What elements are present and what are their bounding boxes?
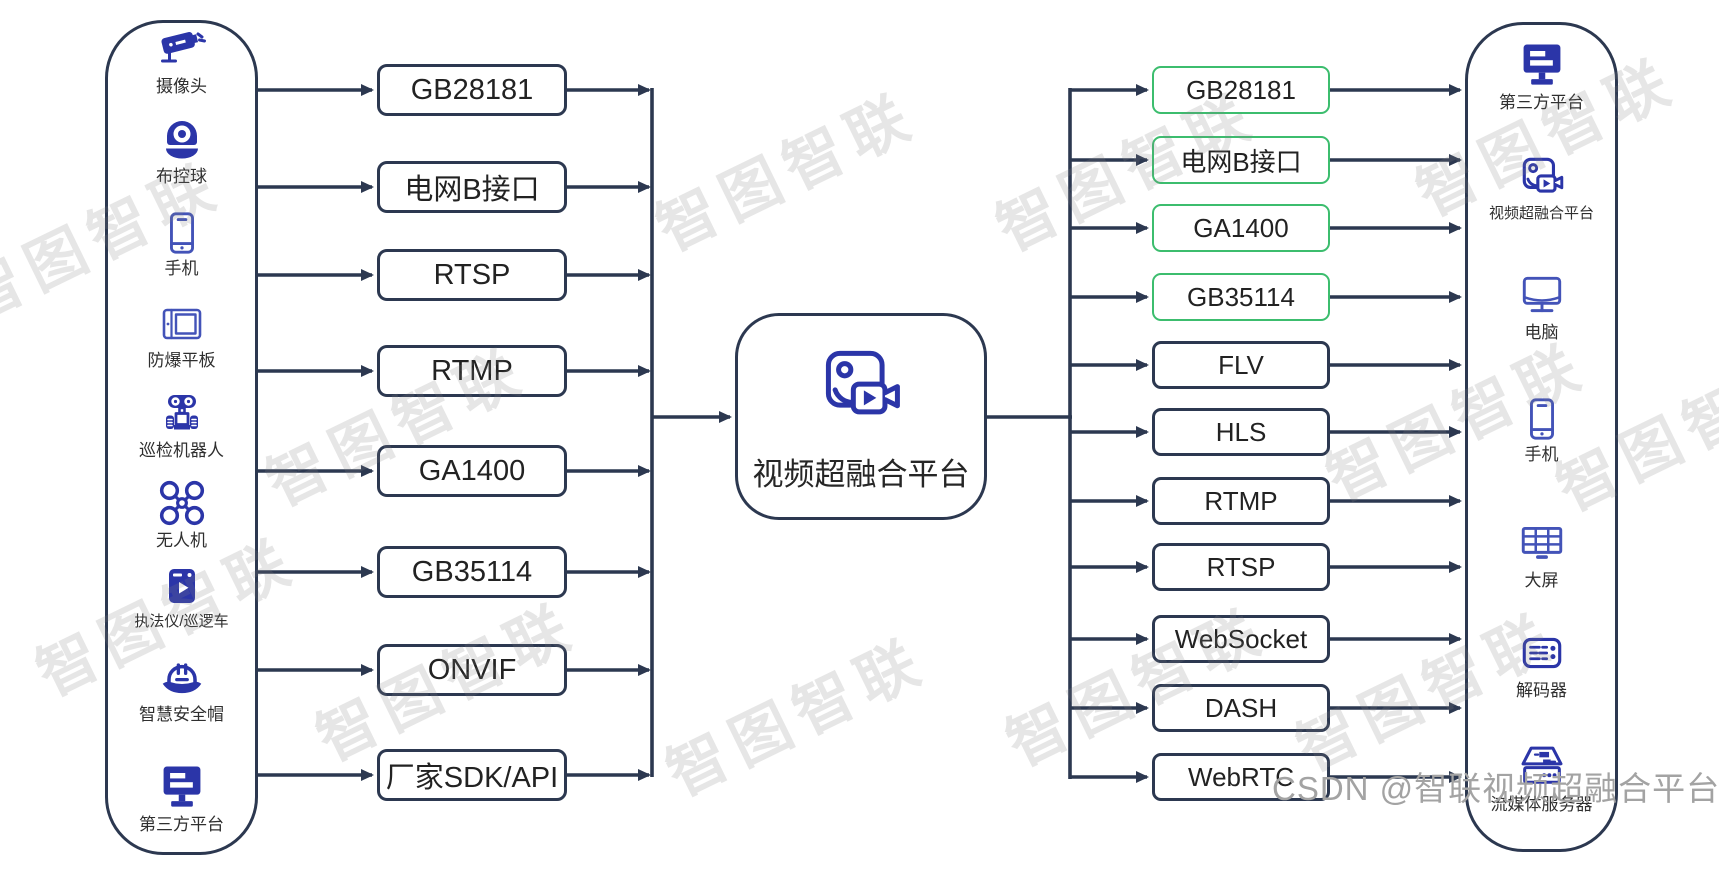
video-platform-icon	[815, 340, 907, 437]
ingest-protocol-box-onvif: ONVIF	[377, 644, 567, 696]
inspection-robot-icon	[158, 390, 206, 438]
desktop-icon	[1517, 270, 1567, 320]
protocol-label: RTSP	[433, 258, 511, 291]
device-cctv-camera-0: 摄像头	[105, 26, 258, 97]
device-phone-3: 手机	[1465, 396, 1618, 465]
device-phone-2: 手机	[105, 210, 258, 279]
protocol-label: GB35114	[1187, 281, 1295, 312]
video-fusion-platform-node: 视频超融合平台	[735, 313, 987, 520]
output-protocol-box-rtmp: RTMP	[1152, 477, 1330, 525]
device-label: 大屏	[1524, 571, 1559, 590]
protocol-label: HLS	[1215, 416, 1267, 447]
device-label: 执法仪/巡逻车	[134, 613, 229, 630]
device-inspection-robot-4: 巡检机器人	[105, 390, 258, 461]
source-devices-panel	[105, 20, 258, 855]
device-label: 视频超融合平台	[1488, 205, 1594, 222]
phone-icon	[159, 210, 205, 256]
drone-icon	[157, 478, 207, 528]
ingest-protocol-box-rtsp: RTSP	[377, 249, 567, 301]
device-label: 布控球	[156, 167, 207, 186]
output-protocol-box-webrtc: WebRTC	[1152, 753, 1330, 801]
device-desktop-2: 电脑	[1465, 270, 1618, 343]
output-protocol-box-gb28181: GB28181	[1152, 66, 1330, 114]
output-protocol-box-dash: DASH	[1152, 684, 1330, 732]
protocol-label: WebSocket	[1174, 623, 1308, 654]
protocol-label: RTMP	[1204, 485, 1278, 516]
protocol-label: GB35114	[411, 555, 533, 588]
device-drone-5: 无人机	[105, 478, 258, 551]
protocol-label: GB28181	[1186, 74, 1296, 105]
protocol-label: 厂家SDK/API	[385, 762, 559, 794]
device-ptz-ball-camera-1: 布控球	[105, 116, 258, 187]
tablet-icon	[158, 300, 206, 348]
ingest-protocol-box-ga1400: GA1400	[377, 445, 567, 497]
device-monitor-filled-0: 第三方平台	[1465, 38, 1618, 113]
device-label: 第三方平台	[1499, 93, 1584, 112]
video-platform-icon	[1517, 152, 1567, 202]
device-bodycam-6: 执法仪/巡逻车	[105, 562, 258, 630]
safety-helmet-icon	[157, 652, 207, 702]
monitor-filled-icon	[156, 760, 208, 812]
ingest-protocol-box-rtmp: RTMP	[377, 345, 567, 397]
device-video-platform-1: 视频超融合平台	[1465, 152, 1618, 222]
protocol-label: GA1400	[1193, 212, 1289, 243]
protocol-label: DASH	[1204, 692, 1278, 723]
output-protocol-box-b: 电网B接口	[1152, 136, 1330, 184]
protocol-label: GA1400	[418, 454, 526, 487]
cctv-camera-icon	[158, 26, 206, 74]
output-protocol-box-hls: HLS	[1152, 408, 1330, 456]
output-protocol-box-websocket: WebSocket	[1152, 615, 1330, 663]
device-label: 手机	[1524, 445, 1559, 464]
protocol-label: 电网B接口	[1180, 146, 1302, 177]
protocol-label: FLV	[1218, 349, 1264, 380]
device-label: 流媒体服务器	[1490, 795, 1593, 814]
csdn-credit-watermark: CSDN @智联视频超融合平台	[1272, 770, 1719, 807]
ingest-protocol-box-gb35114: GB35114	[377, 546, 567, 598]
protocol-label: ONVIF	[427, 653, 517, 686]
device-label: 无人机	[156, 531, 207, 550]
device-label: 摄像头	[156, 77, 207, 96]
output-protocol-box-gb35114: GB35114	[1152, 273, 1330, 321]
decoder-icon	[1517, 628, 1567, 678]
protocol-label: GB28181	[410, 73, 534, 106]
device-tablet-3: 防爆平板	[105, 300, 258, 371]
device-decoder-5: 解码器	[1465, 628, 1618, 701]
ingest-protocol-box-sdk-api: 厂家SDK/API	[377, 749, 567, 801]
phone-icon	[1519, 396, 1565, 442]
device-monitor-filled-8: 第三方平台	[105, 760, 258, 835]
device-label: 第三方平台	[139, 815, 224, 834]
device-safety-helmet-7: 智慧安全帽	[105, 652, 258, 725]
device-label: 电脑	[1524, 323, 1559, 342]
video-wall-icon	[1517, 518, 1567, 568]
ingest-protocol-box-b: 电网B接口	[377, 161, 567, 213]
output-protocol-box-ga1400: GA1400	[1152, 204, 1330, 252]
monitor-filled-icon	[1516, 38, 1568, 90]
device-label: 手机	[164, 259, 199, 278]
device-label: 巡检机器人	[139, 441, 224, 460]
protocol-label: RTMP	[431, 354, 513, 387]
output-protocol-box-rtsp: RTSP	[1152, 543, 1330, 591]
device-video-wall-4: 大屏	[1465, 518, 1618, 591]
media-server-icon	[1516, 740, 1568, 792]
ptz-ball-camera-icon	[158, 116, 206, 164]
protocol-label: 电网B接口	[404, 174, 540, 206]
device-label: 智慧安全帽	[139, 705, 224, 724]
ingest-protocol-box-gb28181: GB28181	[377, 64, 567, 116]
device-media-server-6: 流媒体服务器	[1465, 740, 1618, 815]
device-label: 解码器	[1516, 681, 1567, 700]
output-protocol-box-flv: FLV	[1152, 341, 1330, 389]
protocol-label: RTSP	[1206, 551, 1276, 582]
platform-label: 视频超融合平台	[752, 456, 970, 492]
protocol-label: WebRTC	[1188, 761, 1294, 792]
device-label: 防爆平板	[147, 351, 216, 370]
bodycam-icon	[158, 562, 206, 610]
